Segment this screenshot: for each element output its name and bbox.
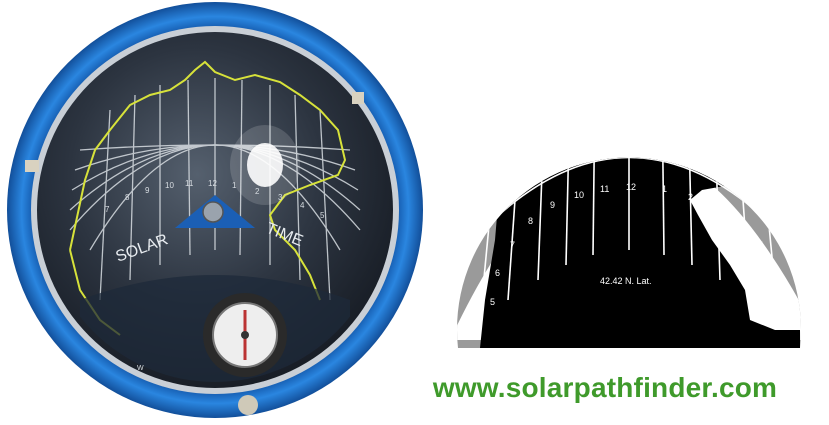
- diagram-hour-label: 4: [738, 220, 743, 230]
- diagram-hour-label: 12: [626, 182, 636, 192]
- photo-hour-label: 4: [300, 201, 305, 210]
- photo-hour-label: 1: [232, 181, 237, 190]
- photo-hour-label: 5: [320, 211, 325, 220]
- photo-hour-label: 3: [278, 193, 283, 202]
- diagram-hour-label: 11: [600, 184, 609, 194]
- photo-hour-label: 10: [165, 181, 174, 190]
- diagram-hour-label: 5: [490, 297, 495, 307]
- diagram-hour-label: 6: [495, 268, 500, 278]
- diagram-top-mark: S: [626, 17, 631, 26]
- photo-bottom-mark: W: [137, 365, 144, 372]
- ring-clip: [238, 395, 258, 415]
- ring-clip: [352, 92, 364, 104]
- center-knob: [202, 201, 224, 223]
- diagram-hour-labels: 5 6 7 8 9 10 11 12 1 2 3 4 5 6 7: [490, 182, 781, 307]
- photo-hour-label: 12: [208, 179, 217, 188]
- diagram-hour-label: 7: [776, 294, 781, 304]
- photo-hour-label: 8: [125, 193, 130, 202]
- diagram-hour-label: 5: [758, 240, 763, 250]
- diagram-hour-label: 10: [574, 190, 584, 200]
- diagram-hour-label: 6: [768, 264, 773, 274]
- ring-clip: [25, 160, 39, 172]
- diagram-hour-label: 7: [510, 240, 515, 250]
- diagram-right-mark: W: [818, 210, 826, 219]
- glare-reflection: [247, 143, 283, 187]
- sun-path-diagram: S E W 5 6 7 8 9 10 11 12 1 2 3 4 5 6 7 4…: [444, 17, 826, 348]
- latitude-label: 42.42 N. Lat.: [600, 276, 652, 286]
- photo-hour-labels: 7 8 9 10 11 12 1 2 3 4 5: [105, 179, 325, 220]
- skyline-trace: [69, 60, 347, 301]
- diagram-left-mark: E: [444, 210, 449, 219]
- diagram-hour-label: 1: [662, 184, 667, 194]
- diagram-hour-label: 8: [528, 216, 533, 226]
- photo-hour-label: 9: [145, 186, 150, 195]
- photo-hour-label: 2: [255, 187, 260, 196]
- pathfinder-photo: SOLAR TIME 7 8 9 10 11 12 1 2 3 4 5 W: [7, 2, 423, 418]
- website-url[interactable]: www.solarpathfinder.com: [432, 372, 778, 403]
- photo-hour-label: 7: [105, 205, 110, 214]
- diagram-hour-label: 9: [550, 200, 555, 210]
- diagram-hour-label: 2: [688, 192, 693, 202]
- diagram-hour-label: 3: [715, 204, 720, 214]
- photo-hour-label: 11: [185, 179, 194, 188]
